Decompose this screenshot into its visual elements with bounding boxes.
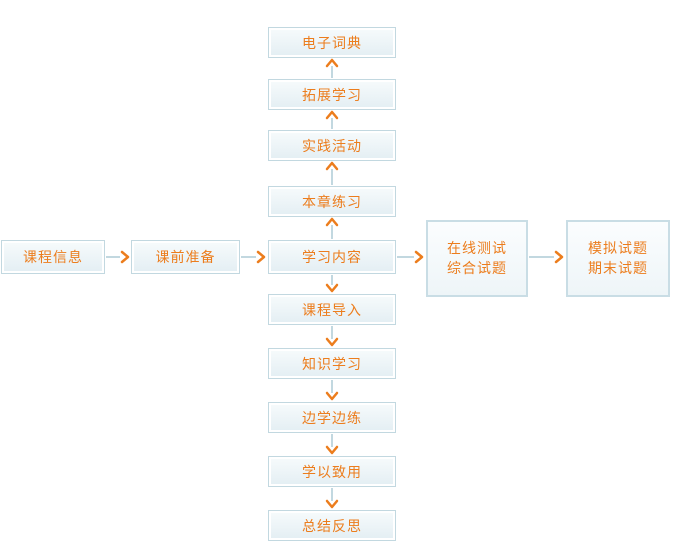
node-mock-exam[interactable]: 模拟试题 期末试题 — [566, 220, 670, 297]
arrow-up-icon — [325, 161, 339, 171]
node-mock-exam-line2: 期末试题 — [588, 260, 648, 277]
node-apply-learning[interactable]: 学以致用 — [268, 456, 396, 487]
node-online-test-line2: 综合试题 — [447, 260, 507, 277]
node-summary-reflection[interactable]: 总结反思 — [268, 510, 396, 541]
arrow-down-icon — [325, 445, 339, 455]
arrow-right-icon — [554, 250, 564, 264]
arrow-right-icon — [414, 250, 424, 264]
node-mock-exam-line1: 模拟试题 — [588, 240, 648, 257]
node-online-test[interactable]: 在线测试 综合试题 — [426, 220, 528, 297]
arrow-up-icon — [325, 58, 339, 68]
arrow-down-icon — [325, 499, 339, 509]
arrow-right-icon — [256, 250, 266, 264]
node-knowledge-learning[interactable]: 知识学习 — [268, 348, 396, 379]
node-practice-activity[interactable]: 实践活动 — [268, 130, 396, 161]
arrow-down-icon — [325, 337, 339, 347]
node-course-info[interactable]: 课程信息 — [1, 240, 105, 274]
node-learning-content[interactable]: 学习内容 — [268, 240, 396, 274]
arrow-right-icon — [120, 250, 130, 264]
arrow-down-icon — [325, 283, 339, 293]
arrow-up-icon — [325, 110, 339, 120]
node-chapter-practice[interactable]: 本章练习 — [268, 186, 396, 217]
arrow-down-icon — [325, 391, 339, 401]
node-course-intro[interactable]: 课程导入 — [268, 294, 396, 325]
node-pre-class[interactable]: 课前准备 — [131, 240, 240, 274]
arrow-up-icon — [325, 217, 339, 227]
node-extended-learning[interactable]: 拓展学习 — [268, 79, 396, 110]
node-e-dictionary[interactable]: 电子词典 — [268, 27, 396, 58]
node-learn-and-practice[interactable]: 边学边练 — [268, 402, 396, 433]
node-online-test-line1: 在线测试 — [447, 240, 507, 257]
